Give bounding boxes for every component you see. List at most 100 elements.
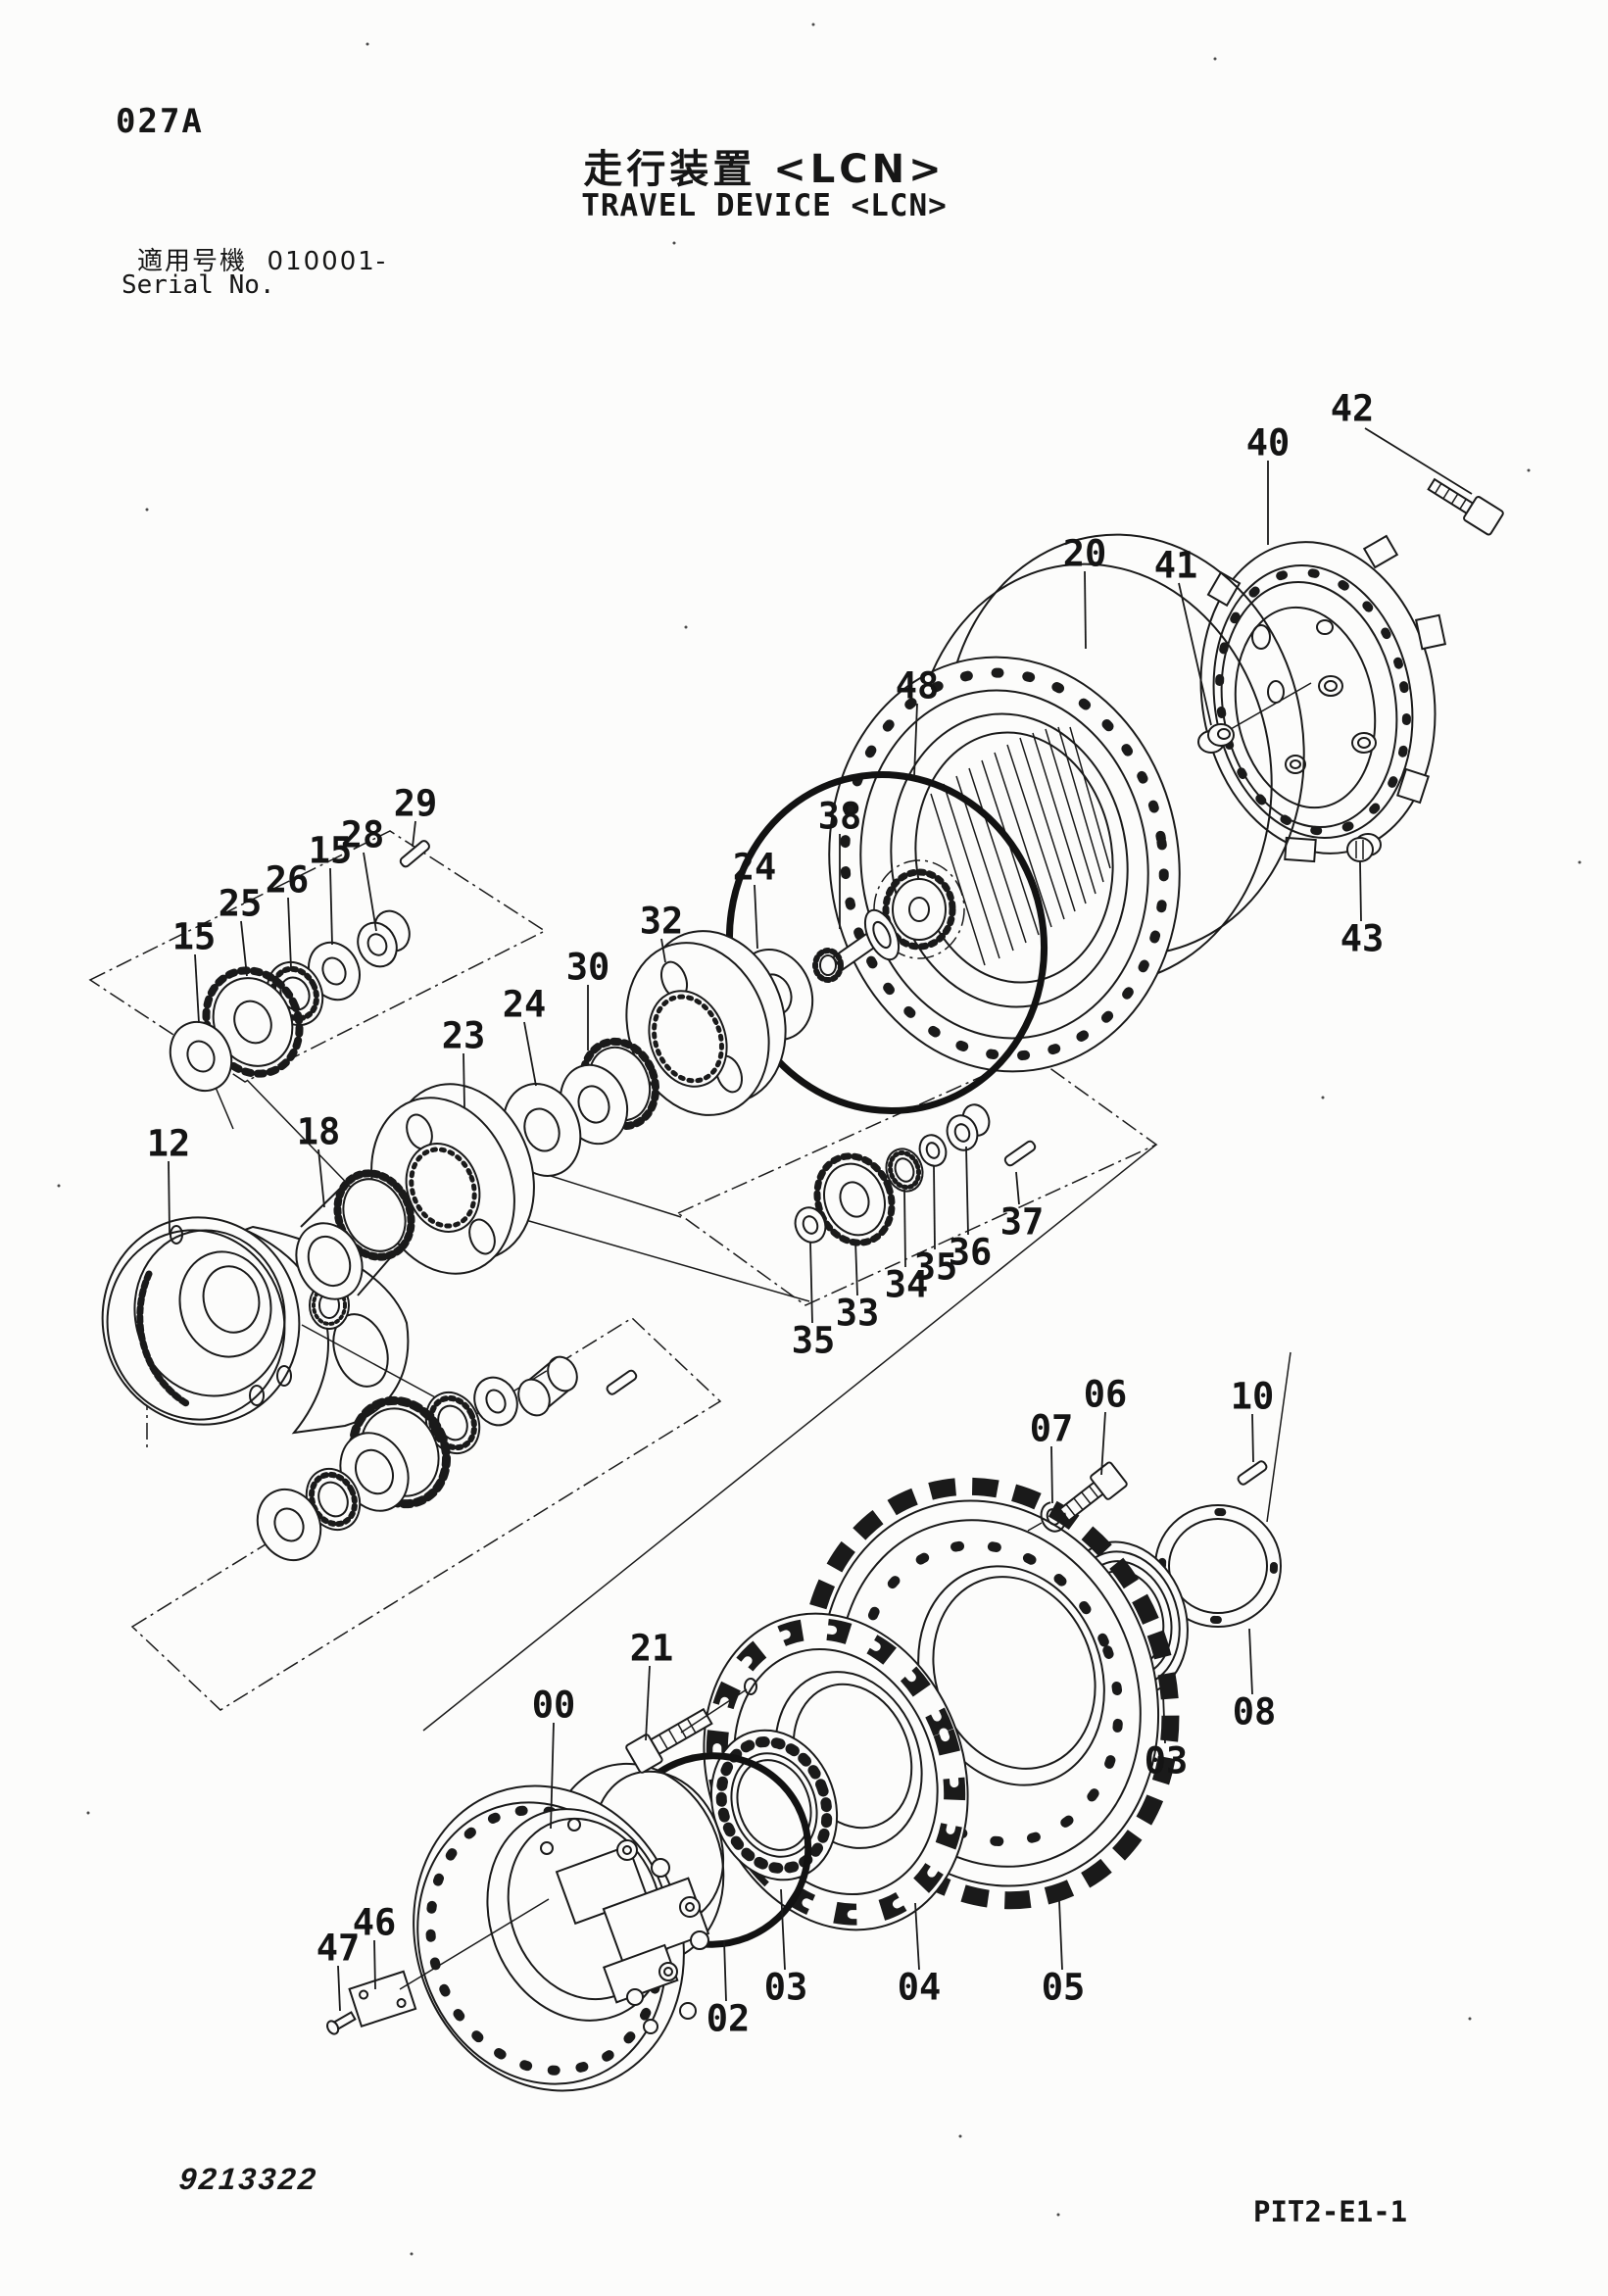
callout-leader-08 — [1248, 1628, 1253, 1695]
callout-40: 40 — [1246, 422, 1291, 464]
callout-26: 26 — [266, 859, 310, 902]
part-33-gear — [813, 1152, 896, 1246]
callout-07: 07 — [1030, 1408, 1074, 1450]
callout-15: 15 — [172, 916, 217, 958]
callout-leader-03 — [1162, 1693, 1166, 1744]
callout-35: 35 — [792, 1320, 836, 1362]
callout-leader-23 — [463, 1052, 465, 1108]
callout-leader-24 — [523, 1021, 537, 1087]
callout-24: 24 — [503, 984, 547, 1026]
part-41-plug — [1197, 682, 1312, 754]
callout-08: 08 — [1233, 1691, 1277, 1734]
part-46-name-plate — [348, 1898, 550, 2028]
callout-03: 03 — [1145, 1740, 1189, 1783]
callout-43: 43 — [1340, 918, 1385, 960]
part-15-washer-b — [473, 1376, 518, 1427]
callout-48: 48 — [896, 665, 940, 708]
part-36-bushing — [946, 1103, 991, 1151]
callout-leader-32 — [660, 938, 666, 963]
callout-33: 33 — [836, 1293, 880, 1335]
callout-18: 18 — [297, 1111, 341, 1153]
part-16-roller — [517, 1355, 578, 1417]
callout-leader-04 — [914, 1902, 920, 1971]
callout-15: 15 — [309, 830, 353, 872]
callout-leader-29 — [412, 820, 416, 848]
callout-leader-15 — [194, 953, 200, 1024]
callout-leader-20 — [1084, 570, 1087, 650]
callout-leader-21 — [645, 1665, 651, 1741]
callout-02: 02 — [707, 1998, 751, 2040]
callout-41: 41 — [1154, 545, 1198, 587]
callout-leader-05 — [1058, 1900, 1063, 1971]
callout-leader-46 — [373, 1939, 376, 1990]
part-40-cover — [1199, 534, 1447, 863]
callout-29: 29 — [394, 783, 438, 825]
callout-leader-24 — [754, 884, 758, 950]
callout-leader-42 — [1364, 427, 1473, 495]
callout-leader-34 — [903, 1189, 906, 1268]
callout-42: 42 — [1331, 388, 1375, 430]
part-34-needle-bearing — [885, 1148, 924, 1193]
callout-46: 46 — [353, 1902, 397, 1944]
sheet-reference: PIT2-E1-1 — [1253, 2195, 1408, 2228]
callout-28: 28 — [341, 814, 385, 856]
part-35-washer-b — [794, 1206, 827, 1244]
callout-leader-15 — [329, 867, 333, 946]
part-10-pin — [1237, 1460, 1268, 1486]
callout-leader-10 — [1251, 1413, 1254, 1463]
applicable-serial-row: 適用号機 010001- — [137, 241, 387, 277]
part-38-shaft — [812, 859, 965, 983]
callout-leader-35 — [933, 1165, 936, 1250]
callout-12: 12 — [147, 1123, 191, 1165]
callout-leader-12 — [168, 1160, 171, 1234]
callout-leader-35 — [809, 1242, 813, 1324]
part-21-bolt — [625, 1678, 757, 1774]
callout-leader-06 — [1100, 1411, 1106, 1476]
page-title-japanese: 走行装置 <LCN> — [583, 147, 946, 192]
callout-leader-25 — [240, 920, 248, 977]
callout-leader-00 — [550, 1722, 555, 1830]
callout-38: 38 — [818, 796, 862, 838]
part-28-bushing — [357, 909, 411, 968]
callout-leader-26 — [287, 897, 292, 969]
serial-no-label: Serial No. — [122, 270, 275, 300]
callout-47: 47 — [317, 1928, 361, 1970]
part-15-washer-d — [169, 1020, 233, 1093]
callout-23: 23 — [442, 1015, 486, 1057]
callout-05: 05 — [1042, 1967, 1086, 2009]
part-32-carrier-plate — [625, 930, 787, 1116]
callout-35: 35 — [914, 1246, 958, 1289]
part-15-washer-a — [256, 1488, 322, 1562]
part-07-snap-washer — [1027, 1501, 1067, 1533]
callout-36: 36 — [949, 1232, 993, 1274]
callout-leader-18 — [317, 1148, 325, 1208]
callout-leader-28 — [363, 852, 377, 932]
callout-21: 21 — [630, 1628, 674, 1670]
part-06-bolt — [1058, 1461, 1128, 1523]
sheet-code: 027A — [116, 102, 204, 141]
part-47-screw — [326, 2011, 357, 2035]
callout-leader-48 — [913, 703, 918, 777]
callout-30: 30 — [566, 947, 610, 989]
scan-noise — [57, 23, 1582, 2256]
callout-00: 00 — [532, 1685, 576, 1727]
part-00-travel-motor — [413, 1762, 725, 2092]
callout-34: 34 — [885, 1264, 929, 1306]
callout-leader-03 — [780, 1888, 786, 1971]
callout-25: 25 — [219, 883, 263, 925]
part-43-plug — [1346, 833, 1382, 862]
part-29-pin — [399, 840, 430, 868]
callout-06: 06 — [1084, 1374, 1128, 1416]
part-17-pin — [606, 1369, 638, 1395]
part-35-washer-a — [918, 1134, 948, 1167]
part-18-coupling — [295, 1169, 415, 1300]
callout-24: 24 — [733, 847, 777, 889]
page-title-english: TRAVEL DEVICE <LCN> — [581, 188, 948, 223]
callout-leader-43 — [1359, 861, 1362, 922]
applicable-serial-value: 010001- — [267, 247, 388, 276]
part-37-pin — [1003, 1140, 1037, 1167]
callout-03: 03 — [764, 1967, 808, 2009]
